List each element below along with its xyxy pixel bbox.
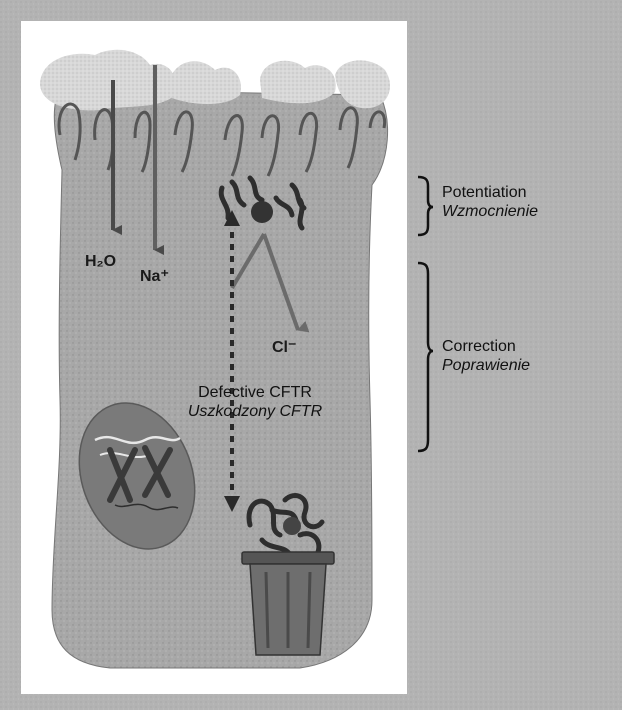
correction-english: Correction	[442, 337, 530, 356]
sodium-label: Na⁺	[140, 266, 169, 286]
chloride-label: Cl⁻	[272, 337, 296, 357]
correction-polish: Poprawienie	[442, 356, 530, 375]
correction-label: Correction Poprawienie	[442, 337, 530, 375]
potentiation-polish: Wzmocnienie	[442, 202, 538, 221]
cftr-label-english: Defective CFTR	[160, 383, 350, 402]
cell-body	[52, 90, 388, 668]
cftr-label: Defective CFTR Uszkodzony CFTR	[160, 383, 350, 421]
cftr-label-polish: Uszkodzony CFTR	[160, 402, 350, 421]
potentiation-english: Potentiation	[442, 183, 538, 202]
water-label: H₂O	[85, 253, 116, 271]
potentiation-label: Potentiation Wzmocnienie	[442, 183, 538, 221]
trash-bin-icon	[242, 552, 334, 655]
